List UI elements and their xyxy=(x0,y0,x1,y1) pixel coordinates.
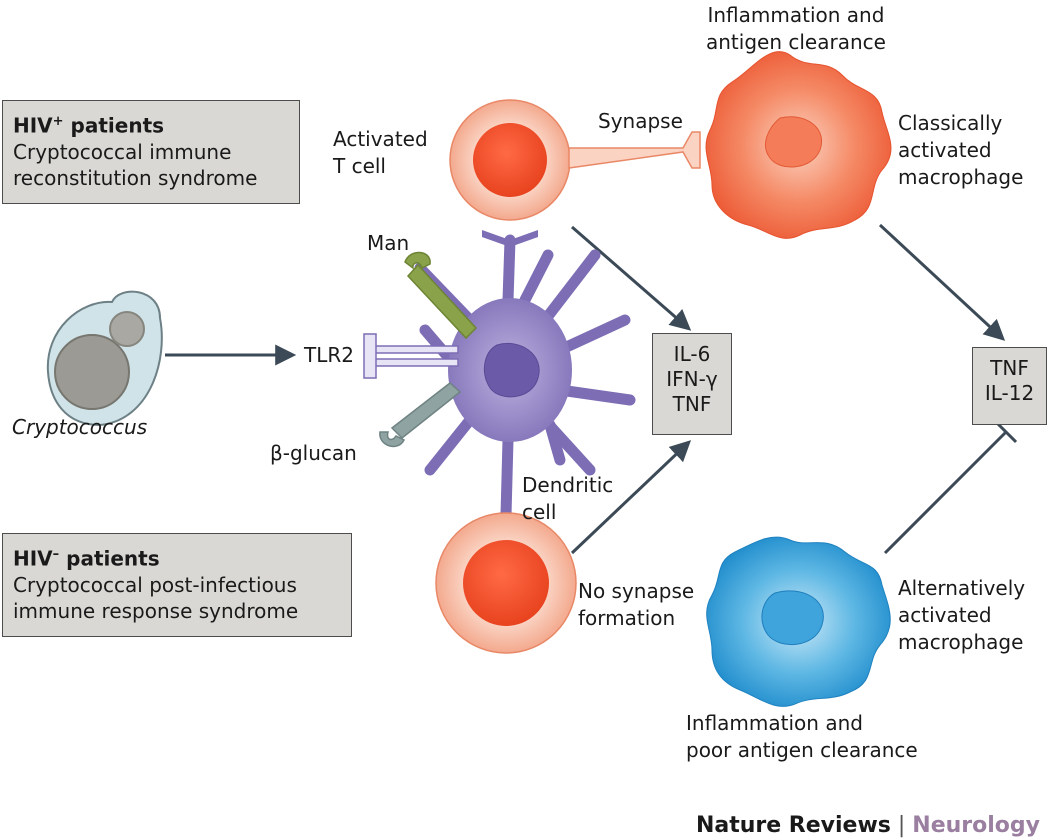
cytokine-ifn-gamma: IFN-γ xyxy=(666,367,718,391)
label-classical-macrophage: Classically activated macrophage xyxy=(898,111,1024,189)
hiv-negative-box: HIV– patients Cryptococcal post-infectio… xyxy=(2,533,352,637)
inhibition-alternative-to-tnf xyxy=(883,420,1018,555)
beta-glucan-receptor xyxy=(379,382,462,448)
hiv-positive-box: HIV+ patients Cryptococcal immune recons… xyxy=(2,100,300,204)
man-receptor xyxy=(404,251,478,340)
cytokine-tnf: TNF xyxy=(672,392,712,416)
label-alternative-macrophage: Alternatively activated macrophage xyxy=(898,576,1026,654)
cytokine-il12: IL-12 xyxy=(984,381,1035,405)
label-no-synapse: No synapse formation xyxy=(578,579,695,630)
hiv-negative-line2: immune response syndrome xyxy=(13,598,299,623)
hiv-positive-line1: Cryptococcal immune xyxy=(13,139,232,164)
t-cell-no-synapse xyxy=(435,512,577,654)
journal-section: Neurology xyxy=(912,813,1040,838)
synapse-connection xyxy=(568,131,701,169)
label-inflammation-bottom: Inflammation and poor antigen clearance xyxy=(686,711,918,762)
hiv-positive-line2: reconstitution syndrome xyxy=(13,165,258,190)
arrow-tcell-to-cytokines xyxy=(571,225,692,331)
journal-separator: | xyxy=(890,813,913,838)
label-dendritic-cell: Dendritic cell xyxy=(522,473,614,524)
cytokine-tnf-right: TNF xyxy=(990,356,1029,380)
arrow-naive-to-cytokines xyxy=(570,440,692,555)
cytokine-box-right: TNF IL-12 xyxy=(972,347,1047,425)
label-beta-glucan: β-glucan xyxy=(270,441,357,465)
label-man: Man xyxy=(367,231,410,255)
label-activated-t-cell: Activated T cell xyxy=(333,127,428,178)
activated-t-cell xyxy=(449,99,571,221)
cytokine-box-center: IL-6 IFN-γ TNF xyxy=(652,333,732,435)
label-synapse: Synapse xyxy=(598,109,683,133)
classical-macrophage xyxy=(705,51,892,239)
hiv-negative-title: HIV– patients xyxy=(13,546,160,571)
alternative-macrophage xyxy=(706,536,891,707)
hiv-positive-title: HIV+ patients xyxy=(13,113,165,138)
label-tlr2: TLR2 xyxy=(304,343,354,367)
journal-name: Nature Reviews xyxy=(695,813,891,838)
label-inflammation-top: Inflammation and antigen clearance xyxy=(706,3,886,54)
arrow-classical-to-tnf xyxy=(878,223,1006,341)
cryptococcus-cell xyxy=(46,290,163,427)
label-cryptococcus: Cryptococcus xyxy=(12,415,148,439)
cytokine-il6: IL-6 xyxy=(673,342,711,366)
hiv-negative-line1: Cryptococcal post-infectious xyxy=(13,572,297,597)
journal-credit: Nature Reviews | Neurology xyxy=(696,813,1040,838)
tlr2-receptor xyxy=(363,333,459,379)
